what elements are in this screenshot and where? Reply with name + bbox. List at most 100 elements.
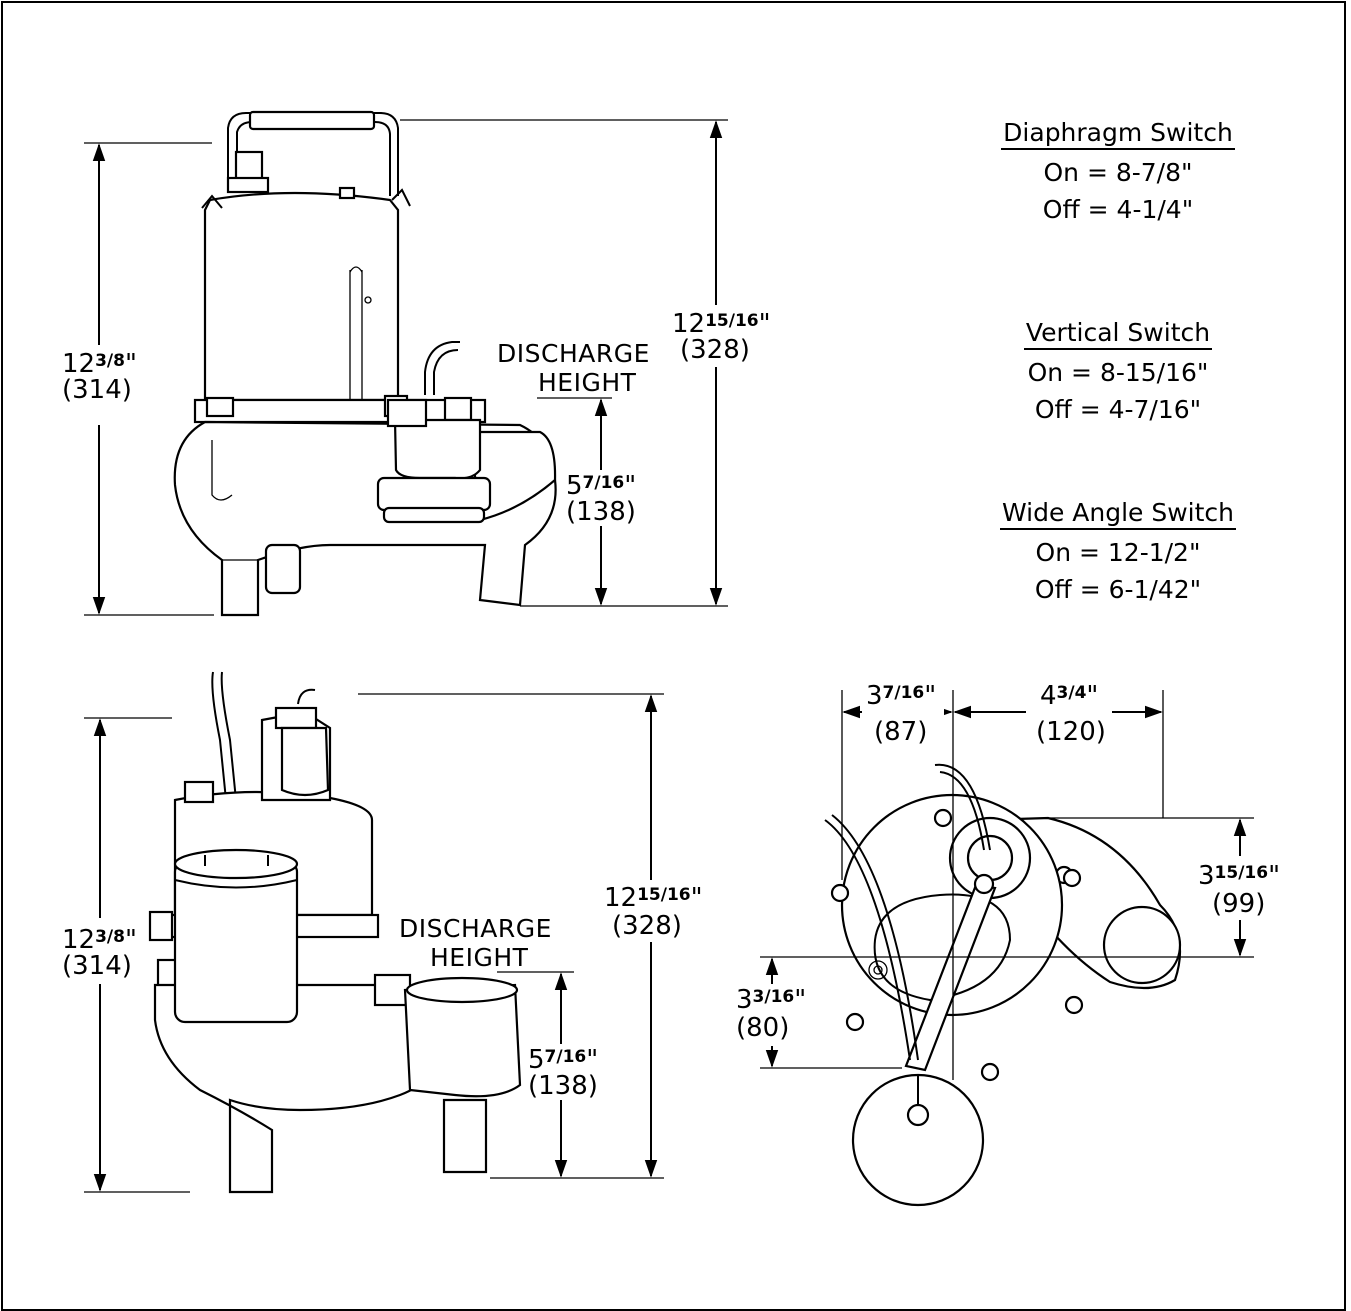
pump-plan-view xyxy=(824,763,1182,1207)
svg-text:43/4": 43/4" xyxy=(1040,681,1098,711)
switch-spec-vertical: Vertical Switch On = 8-15/16" Off = 4-7/… xyxy=(968,314,1268,428)
dim-whole: 12 xyxy=(604,883,637,913)
float-cord-nut xyxy=(443,396,473,422)
dim-frac: 3/8 xyxy=(95,351,125,371)
dim-whole: 12 xyxy=(62,349,95,379)
svg-text:57/16": 57/16" xyxy=(528,1045,598,1075)
dim-metric: (138) xyxy=(528,1071,598,1101)
svg-text:1215/16": 1215/16" xyxy=(604,883,703,913)
handle-grip xyxy=(248,110,376,131)
dim-whole: 3 xyxy=(736,985,753,1015)
svg-text:37/16": 37/16" xyxy=(866,681,936,711)
pump-side-view xyxy=(148,671,522,1194)
dim-frac: 15/16 xyxy=(637,885,691,905)
svg-text:57/16": 57/16" xyxy=(566,471,636,501)
dim-unit: " xyxy=(759,309,771,339)
cord-nut xyxy=(226,176,270,194)
dim-unit: " xyxy=(586,1045,598,1075)
dim-whole: 3 xyxy=(1198,861,1215,891)
cord-fitting xyxy=(280,726,330,797)
dim-whole: 12 xyxy=(62,925,95,955)
dim-metric: (314) xyxy=(62,951,132,981)
plan-dim-a-label: 37/16" (87) xyxy=(862,680,944,747)
side-height-left-label: 123/8" (314) xyxy=(60,918,142,984)
dim-whole: 5 xyxy=(566,471,583,501)
vent-plug xyxy=(183,780,215,804)
outlet-opening xyxy=(405,976,519,1004)
dim-whole: 3 xyxy=(866,681,883,711)
dim-unit: " xyxy=(125,925,137,955)
dim-frac: 3/8 xyxy=(95,927,125,947)
discharge-opening xyxy=(1102,905,1182,985)
switch-title: Diaphragm Switch xyxy=(1001,118,1235,150)
svg-text:123/8": 123/8" xyxy=(62,349,137,379)
dim-frac: 15/16 xyxy=(1215,863,1269,883)
cord-nut xyxy=(966,834,1014,882)
float-switch-cap xyxy=(382,506,486,524)
vent-plug xyxy=(338,186,356,200)
dim-frac: 3/16 xyxy=(753,987,795,1007)
mount-bolt xyxy=(1062,868,1082,888)
switch-title: Wide Angle Switch xyxy=(999,498,1237,530)
switch-on-value: On = 12-1/2" xyxy=(1035,538,1201,567)
switch-off-value: Off = 6-1/42" xyxy=(1034,575,1202,604)
switch-spec-diaphragm: Diaphragm Switch On = 8-7/8" Off = 4-1/4… xyxy=(968,114,1268,228)
dim-metric: (120) xyxy=(1036,717,1106,747)
switch-off-value: Off = 4-1/4" xyxy=(1042,195,1194,224)
dim-unit: " xyxy=(794,985,806,1015)
float-switch-top xyxy=(173,848,299,880)
dim-frac: 15/16 xyxy=(705,311,759,331)
float-switch-head xyxy=(386,398,428,428)
dim-whole: 5 xyxy=(528,1045,545,1075)
mount-bolt xyxy=(933,808,953,828)
switch-title: Vertical Switch xyxy=(1023,318,1213,350)
dim-unit: " xyxy=(691,883,703,913)
discharge-label-line2: HEIGHT xyxy=(538,368,637,397)
dim-metric: (87) xyxy=(874,717,927,747)
plan-dim-b-label: 43/4" (120) xyxy=(1026,680,1112,747)
discharge-outlet xyxy=(403,983,522,1098)
side-height-right-label: 1215/16" (328) xyxy=(602,880,703,942)
switch-spec-wide-angle: Wide Angle Switch On = 12-1/2" Off = 6-1… xyxy=(968,494,1268,608)
dim-unit: " xyxy=(924,681,936,711)
dim-frac: 7/16 xyxy=(883,683,925,703)
dim-metric: (80) xyxy=(736,1013,789,1043)
dim-metric: (328) xyxy=(612,911,682,941)
side-dim-lines xyxy=(84,693,664,1193)
float-switch-body xyxy=(393,418,482,480)
plan-dim-c-label: 315/16" (99) xyxy=(1196,856,1284,920)
dim-metric: (314) xyxy=(62,375,132,405)
dim-unit: " xyxy=(1086,681,1098,711)
dim-unit: " xyxy=(125,349,137,379)
motor-housing xyxy=(203,191,400,402)
discharge-label-line1: DISCHARGE xyxy=(399,914,552,943)
dim-metric: (138) xyxy=(566,497,636,527)
float-switch-base xyxy=(376,476,492,512)
switch-on-value: On = 8-7/8" xyxy=(1043,158,1193,187)
svg-text:1215/16": 1215/16" xyxy=(672,309,771,339)
svg-text:123/8": 123/8" xyxy=(62,925,137,955)
switch-off-value: Off = 4-7/16" xyxy=(1034,395,1202,424)
dim-whole: 12 xyxy=(672,309,705,339)
dim-metric: (99) xyxy=(1212,889,1265,919)
dim-frac: 7/16 xyxy=(583,473,625,493)
dim-metric: (328) xyxy=(680,335,750,365)
dim-frac: 7/16 xyxy=(545,1047,587,1067)
dim-unit: " xyxy=(624,471,636,501)
pump-foot xyxy=(264,543,302,595)
mount-bolt xyxy=(830,883,850,903)
motor-flange xyxy=(193,398,487,424)
svg-text:33/16": 33/16" xyxy=(736,985,806,1015)
bolt-head xyxy=(148,910,174,942)
cord-nut xyxy=(274,706,318,730)
front-height-left-label: 123/8" (314) xyxy=(60,345,142,425)
mount-bolt xyxy=(1064,995,1084,1015)
plan-dim-d-label: 33/16" (80) xyxy=(732,984,814,1046)
discharge-outlet xyxy=(468,430,557,522)
dim-frac: 3/4 xyxy=(1057,683,1087,703)
side-discharge-label: DISCHARGE HEIGHT 57/16" (138) xyxy=(399,914,602,1101)
pump-foot xyxy=(442,1098,488,1174)
switch-on-value: On = 8-15/16" xyxy=(1027,358,1209,387)
float-switch-body xyxy=(173,860,299,1024)
